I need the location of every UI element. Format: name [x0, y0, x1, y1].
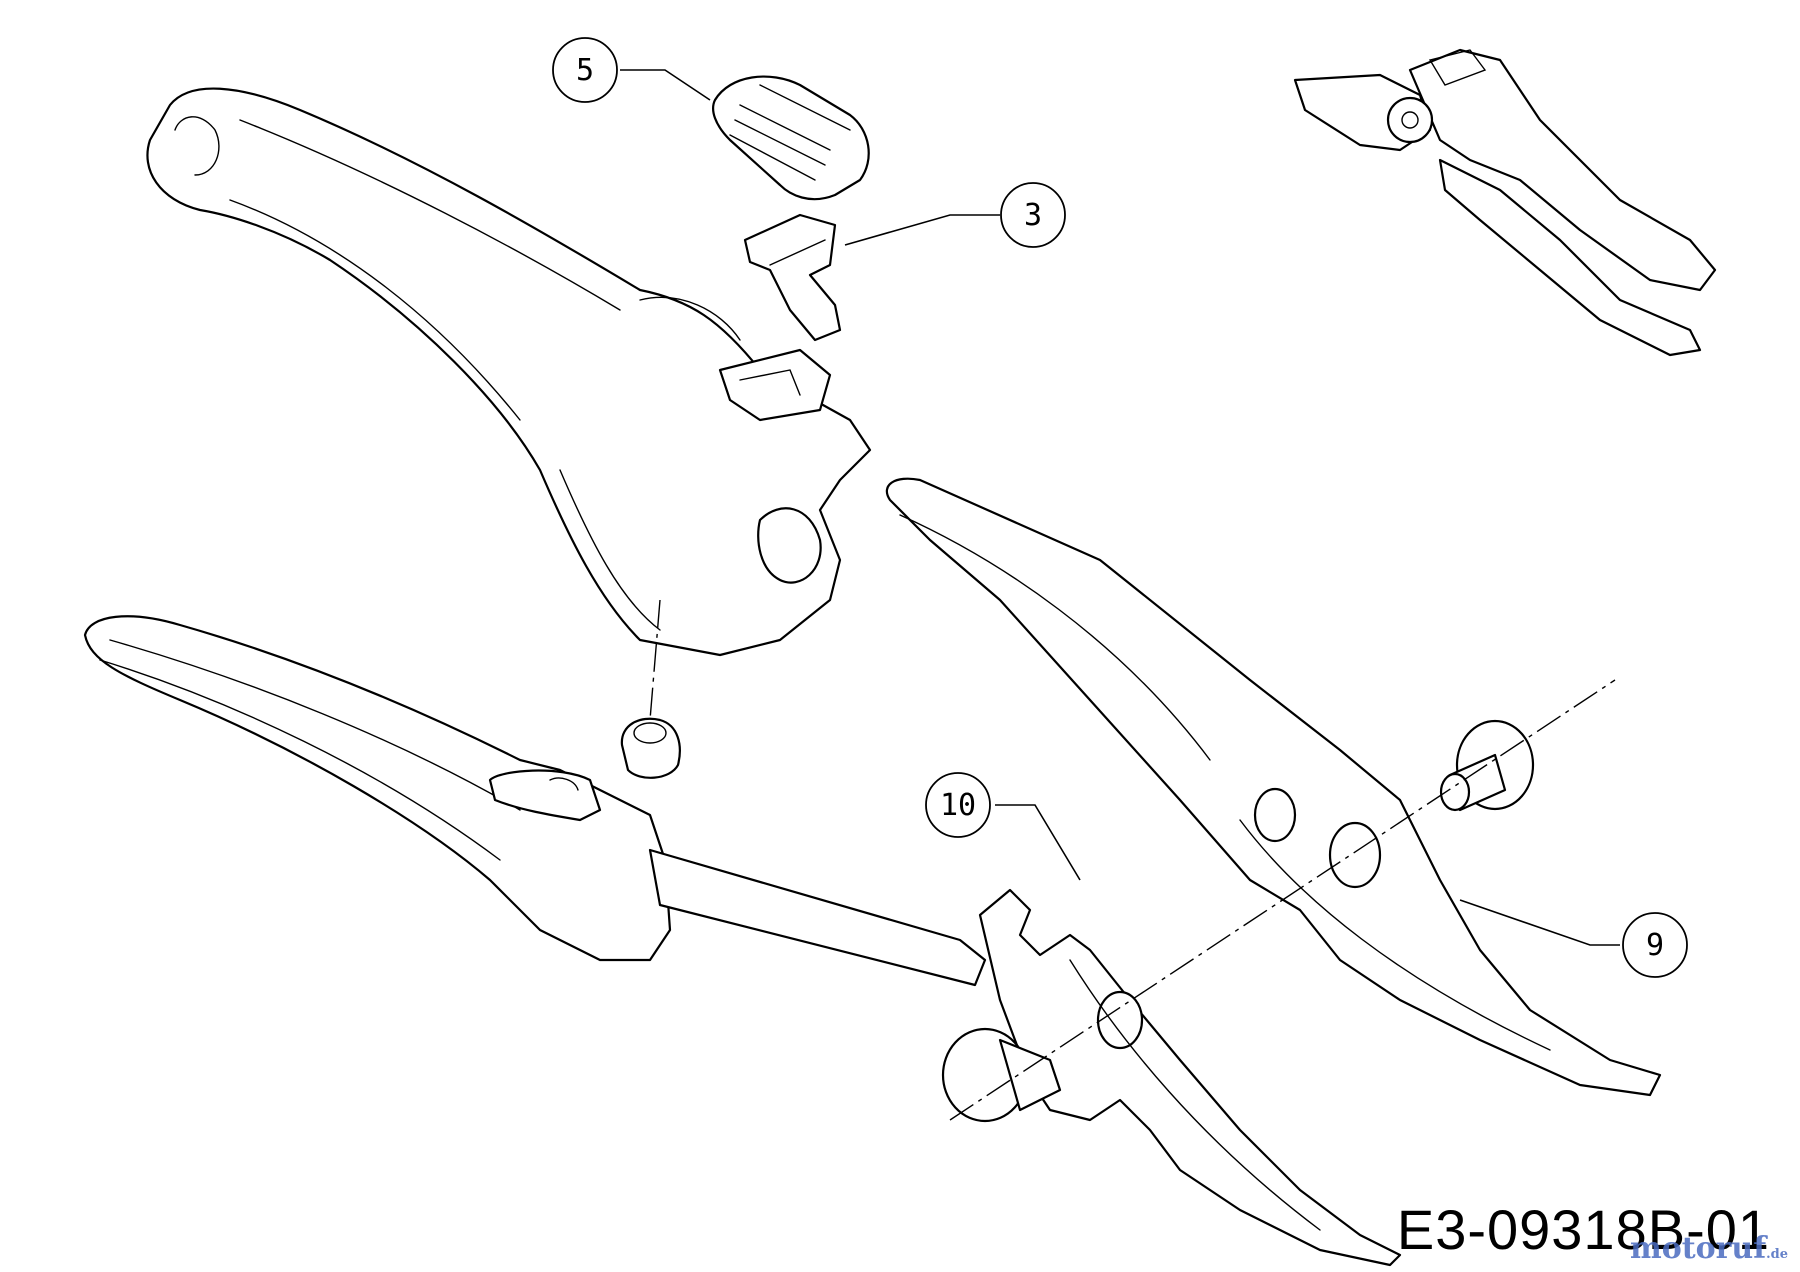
- part-10-lower-blade: [978, 888, 1402, 1267]
- callout-label: 10: [940, 788, 976, 823]
- drawing-number: E3-09318B-01: [1396, 1198, 1770, 1261]
- callout-5: 5: [552, 37, 618, 103]
- callout-label: 3: [1024, 198, 1042, 233]
- leader-10: [995, 804, 1081, 881]
- part-3-lock-clip: [743, 213, 842, 342]
- callout-10: 10: [925, 772, 991, 838]
- leader-9: [1459, 899, 1620, 946]
- pivot-washer: [1439, 719, 1535, 812]
- part-9-upper-blade: [885, 477, 1662, 1097]
- leader-3: [844, 214, 1000, 246]
- callout-label: 5: [576, 53, 594, 88]
- part-5-slider-cap: [712, 75, 870, 201]
- lower-handle: [83, 615, 987, 987]
- watermark-suffix: .de: [1766, 1247, 1788, 1262]
- pivot-nut: [941, 1027, 1062, 1123]
- upper-handle: [146, 87, 872, 657]
- callout-label: 9: [1646, 928, 1664, 963]
- callout-3: 3: [1000, 182, 1066, 248]
- leader-5: [620, 69, 711, 101]
- watermark-text: motoruf: [1629, 1231, 1767, 1266]
- pivot-axis-line: [949, 679, 1616, 1121]
- bumper: [620, 717, 681, 779]
- callout-9: 9: [1622, 912, 1688, 978]
- bumper-axis-line: [649, 599, 661, 721]
- watermark-logo: motoruf.de: [1630, 1231, 1788, 1266]
- assembled-pruner-inset: [1293, 48, 1717, 357]
